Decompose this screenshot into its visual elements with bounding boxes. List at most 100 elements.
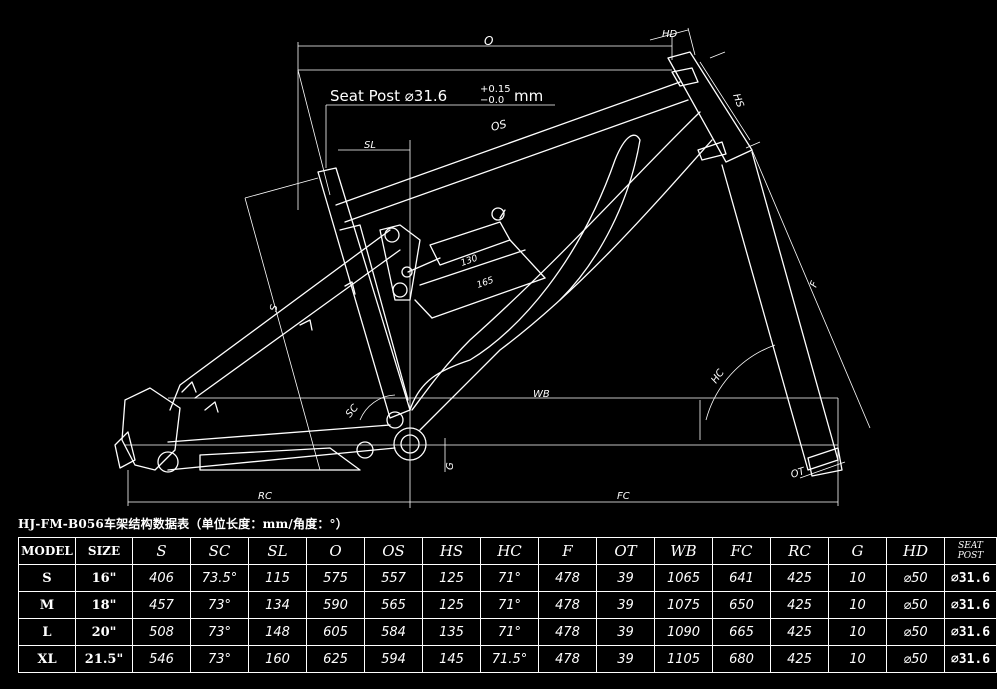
rear-dropout — [121, 387, 181, 471]
cell-hc: 71° — [480, 591, 539, 619]
cell-wb: 1065 — [654, 564, 713, 592]
table-row: XL 21.5" 546 73° 160 625 594 145 71.5° 4… — [18, 645, 997, 673]
dim-line-hs — [699, 51, 761, 149]
cell-os: 584 — [364, 618, 423, 646]
seat-post-tol-lower: −0.0 — [480, 95, 504, 106]
table-row: S 16" 406 73.5° 115 575 557 125 71° 478 … — [18, 564, 997, 592]
label-hs: HS — [730, 92, 745, 109]
rocker-pivot-top — [384, 227, 400, 243]
header-fc: FC — [712, 537, 771, 565]
header-s: S — [132, 537, 191, 565]
shock-extension-lines — [414, 239, 546, 319]
front-triangle-inner — [409, 134, 641, 411]
rear-shock-shaft — [407, 209, 506, 273]
seat-post-unit: mm — [514, 87, 543, 105]
cell-sc: 73° — [190, 618, 249, 646]
cell-ot: 39 — [596, 645, 655, 673]
header-f: F — [538, 537, 597, 565]
cell-sl: 160 — [248, 645, 307, 673]
cell-seat-post: ⌀31.6 — [944, 645, 997, 673]
dim-line-os — [297, 69, 672, 196]
cell-o: 605 — [306, 618, 365, 646]
dim-line-hd — [649, 27, 696, 56]
cell-seat-post: ⌀31.6 — [944, 564, 997, 592]
derailleur-hanger — [114, 431, 136, 469]
cell-hd: ⌀50 — [886, 618, 945, 646]
cell-hd: ⌀50 — [886, 645, 945, 673]
cell-hs: 125 — [422, 564, 481, 592]
cell-hd: ⌀50 — [886, 591, 945, 619]
seat-stay — [169, 229, 401, 411]
down-tube — [411, 111, 713, 431]
rocker-link — [379, 224, 421, 301]
label-g: G — [445, 462, 456, 470]
cell-s: 546 — [132, 645, 191, 673]
rear-axle — [157, 451, 179, 473]
seat-post-tol-upper: +0.15 — [480, 84, 511, 95]
label-rc: RC — [258, 491, 272, 502]
header-size: SIZE — [75, 537, 133, 565]
cell-wb: 1090 — [654, 618, 713, 646]
table-row: M 18" 457 73° 134 590 565 125 71° 478 39… — [18, 591, 997, 619]
cell-s: 406 — [132, 564, 191, 592]
cell-hs: 145 — [422, 645, 481, 673]
cell-g: 10 — [828, 564, 887, 592]
label-s: S — [268, 303, 281, 313]
head-tube-cap-bottom — [697, 141, 727, 161]
cell-model: XL — [18, 645, 76, 673]
cell-o: 625 — [306, 645, 365, 673]
fork-leg — [721, 151, 839, 471]
dim-line-sc — [359, 394, 396, 421]
header-ot: OT — [596, 537, 655, 565]
cell-rc: 425 — [770, 645, 829, 673]
cell-model: L — [18, 618, 76, 646]
frame-drawing: O HD HS OS SL S F HC WB SC G OT RC FC 13… — [114, 27, 871, 508]
seat-post-callout-text: Seat Post ⌀31.6 — [330, 87, 447, 105]
cell-sc: 73° — [190, 645, 249, 673]
cell-size: 20" — [75, 618, 133, 646]
cell-os: 565 — [364, 591, 423, 619]
cell-ot: 39 — [596, 618, 655, 646]
cell-size: 16" — [75, 564, 133, 592]
cell-sl: 148 — [248, 618, 307, 646]
cell-os: 594 — [364, 645, 423, 673]
label-sc: SC — [344, 403, 361, 420]
header-g: G — [828, 537, 887, 565]
cell-s: 457 — [132, 591, 191, 619]
header-model: MODEL — [18, 537, 76, 565]
cell-hs: 135 — [422, 618, 481, 646]
chain-stay-inner — [199, 447, 361, 471]
seat-tube — [317, 167, 411, 419]
header-sc: SC — [190, 537, 249, 565]
dim-line-o — [297, 36, 673, 210]
dim-line-sl — [338, 140, 411, 508]
cable-guides — [181, 281, 356, 413]
chain-stay — [167, 424, 396, 471]
dim-line-s — [244, 177, 321, 471]
header-hd: HD — [886, 537, 945, 565]
cell-g: 10 — [828, 645, 887, 673]
cell-model: S — [18, 564, 76, 592]
cell-seat-post: ⌀31.6 — [944, 591, 997, 619]
cell-rc: 425 — [770, 618, 829, 646]
label-os: OS — [490, 118, 508, 134]
shock-dim-130 — [419, 249, 526, 286]
label-ot: OT — [790, 466, 808, 481]
cell-model: M — [18, 591, 76, 619]
cell-fc: 641 — [712, 564, 771, 592]
cell-rc: 425 — [770, 591, 829, 619]
label-o: O — [484, 34, 493, 48]
label-hd: HD — [662, 29, 678, 40]
dim-line-f — [751, 149, 871, 429]
cell-size: 21.5" — [75, 645, 133, 673]
label-fc: FC — [617, 491, 630, 502]
cell-sc: 73° — [190, 591, 249, 619]
label-wb: WB — [533, 389, 550, 400]
fork-dropout — [807, 447, 843, 477]
seat-post-leader — [325, 104, 555, 168]
dim-line-ot — [799, 461, 846, 479]
dim-line-hc — [699, 344, 776, 440]
main-pivot — [386, 411, 404, 429]
cell-rc: 425 — [770, 564, 829, 592]
